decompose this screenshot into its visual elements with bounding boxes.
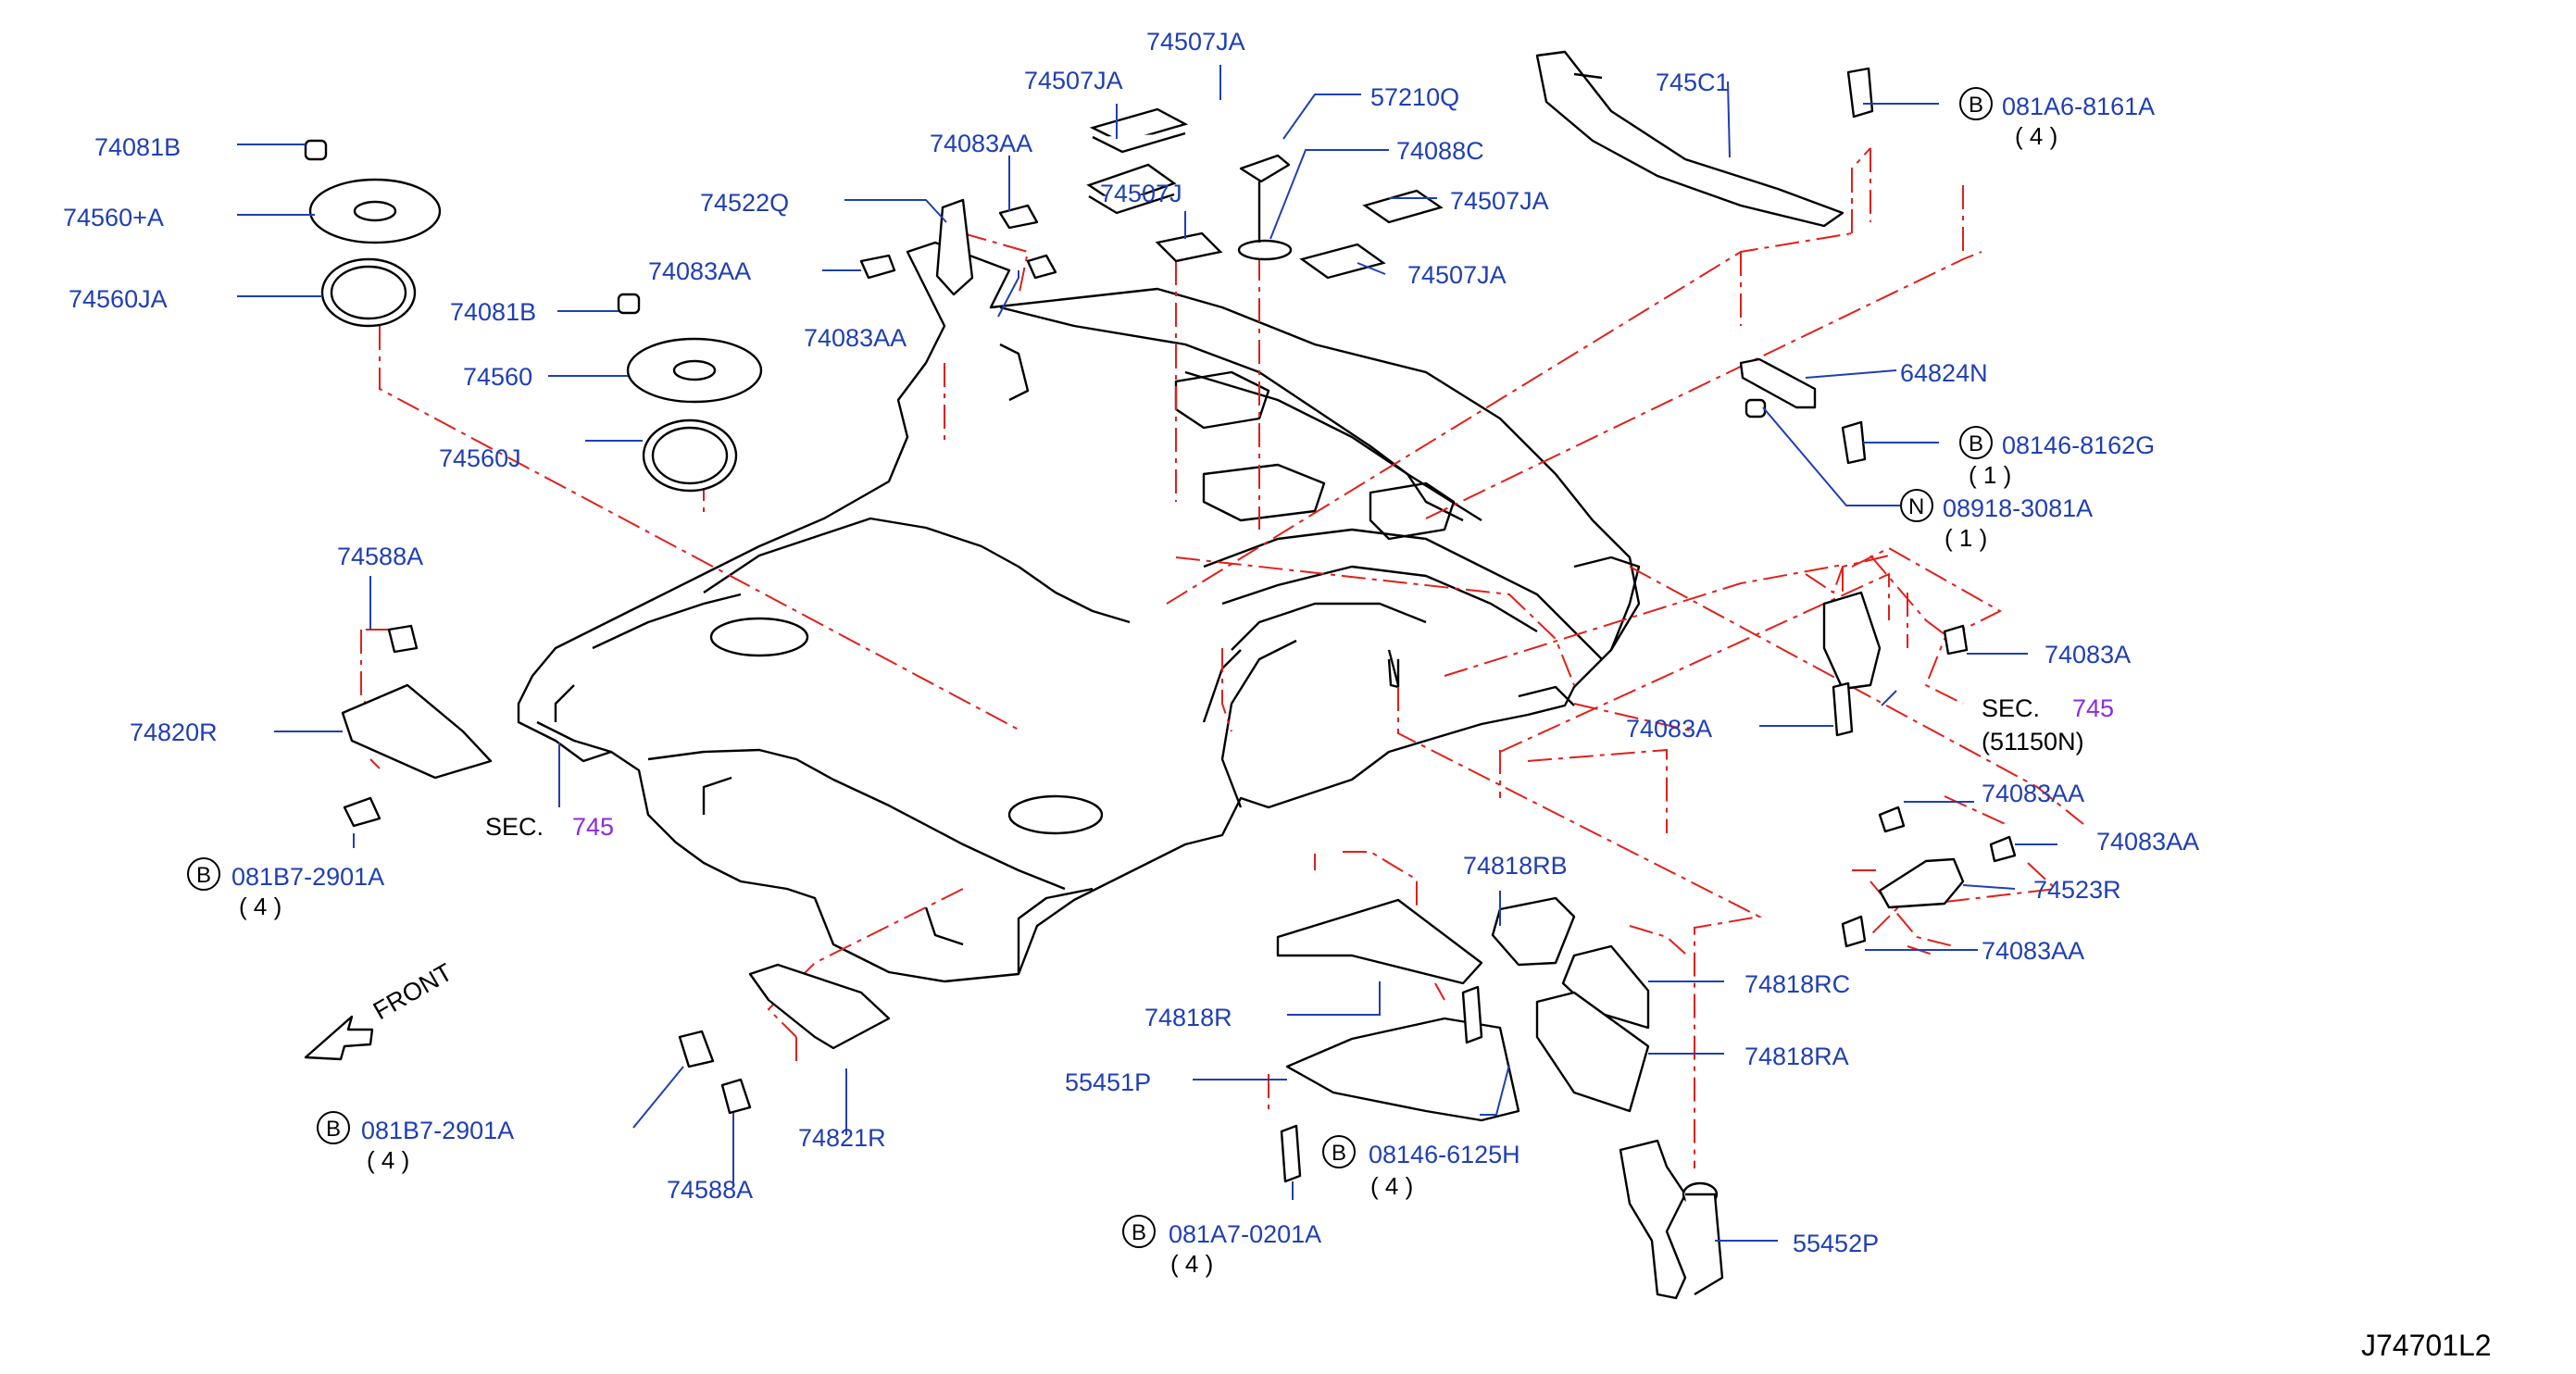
svg-text:745: 745 — [572, 813, 614, 841]
label-55452P: 55452P — [1793, 1230, 1879, 1257]
bolt-part-b6: 081A7-0201A — [1169, 1220, 1321, 1248]
label-74523R: 74523R — [2033, 876, 2121, 904]
bolt-qty-n1: ( 1 ) — [1945, 524, 1987, 552]
svg-text:B: B — [196, 863, 211, 888]
svg-text:SEC.: SEC. — [1982, 694, 2040, 722]
bolt-callout-n1: N 08918-3081A ( 1 ) — [1900, 489, 2093, 552]
bolt-callout-b1: B 081A6-8161A ( 4 ) — [1959, 87, 2155, 150]
label-55451P: 55451P — [1065, 1068, 1151, 1096]
label-74560J: 74560J — [439, 444, 521, 472]
label-74560: 74560 — [463, 363, 532, 391]
label-74818RB: 74818RB — [1463, 852, 1568, 880]
label-74083AA-top: 74083AA — [930, 130, 1032, 157]
label-74083AA-r3: 74083AA — [1982, 937, 2084, 965]
svg-text:745: 745 — [2072, 694, 2114, 722]
label-74818RA: 74818RA — [1744, 1043, 1849, 1070]
label-74088C: 74088C — [1396, 137, 1484, 165]
svg-text:B: B — [1969, 431, 1983, 456]
bracket-74083A — [1822, 591, 1969, 737]
rail-745C1 — [1535, 50, 1874, 228]
bolt-part-b1: 081A6-8161A — [2002, 93, 2155, 120]
speaker-74560A — [304, 139, 442, 328]
label-64824N: 64824N — [1900, 359, 1988, 387]
bolt-callout-b6: B 081A7-0201A ( 4 ) — [1122, 1215, 1321, 1278]
bracket-74821R — [678, 963, 891, 1115]
front-arrow: FRONT — [304, 958, 457, 1061]
label-74081B-1: 74081B — [94, 133, 181, 161]
label-57210Q: 57210Q — [1370, 83, 1459, 111]
label-74507JA-3: 74507JA — [1450, 187, 1549, 215]
bolt-qty-b2: ( 1 ) — [1969, 461, 2011, 489]
svg-text:N: N — [1908, 494, 1924, 519]
bracket-74522Q — [859, 198, 1057, 296]
speaker-74560 — [617, 293, 763, 493]
section-ref-2: SEC. 745 (51150N) — [1982, 694, 2114, 756]
label-74083A-left: 74083A — [1626, 715, 1712, 743]
svg-text:(51150N): (51150N) — [1982, 728, 2084, 756]
label-74522Q: 74522Q — [700, 189, 789, 217]
bolt-part-b4: 081B7-2901A — [361, 1117, 514, 1144]
svg-text:B: B — [1132, 1220, 1146, 1245]
diagram-id: J74701L2 — [2361, 1329, 2492, 1362]
label-74507JA-1: 74507JA — [1146, 28, 1245, 56]
label-74081B-2: 74081B — [450, 298, 536, 326]
bracket-64824N — [1739, 357, 1867, 465]
bolt-callout-b5: B 08146-6125H ( 4 ) — [1322, 1135, 1520, 1200]
svg-text:SEC.: SEC. — [485, 813, 544, 841]
bolt-qty-b3: ( 4 ) — [239, 893, 281, 920]
bolt-qty-b4: ( 4 ) — [367, 1146, 409, 1174]
bolt-part-n1: 08918-3081A — [1943, 494, 2093, 522]
label-74818RC: 74818RC — [1744, 970, 1850, 998]
floor-panel — [517, 241, 1641, 983]
label-74083AA-r2: 74083AA — [2096, 828, 2199, 856]
label-74083A-right: 74083A — [2045, 641, 2131, 668]
panel-74820R — [341, 624, 493, 828]
bolt-part-b2: 08146-8162G — [2002, 431, 2155, 459]
svg-text:B: B — [326, 1117, 341, 1142]
label-leaders — [237, 65, 2057, 1242]
label-74507JA-4: 74507JA — [1407, 261, 1507, 289]
label-74588A-2: 74588A — [667, 1176, 753, 1204]
bolt-callout-b4: B 081B7-2901A ( 4 ) — [317, 1111, 514, 1174]
label-74507J: 74507J — [1100, 180, 1182, 207]
label-74588A-1: 74588A — [337, 543, 423, 570]
label-74560A: 74560+A — [63, 204, 164, 231]
svg-text:B: B — [1332, 1141, 1346, 1166]
mount-55452P — [1619, 1139, 1724, 1300]
bolt-part-b5: 08146-6125H — [1369, 1141, 1520, 1168]
label-74083AA-mid: 74083AA — [648, 257, 751, 285]
label-74560JA: 74560JA — [69, 285, 168, 313]
pads-74818 — [1276, 896, 1650, 1183]
front-label: FRONT — [369, 958, 457, 1025]
bolt-part-b3: 081B7-2901A — [231, 863, 384, 891]
label-74083AA-low: 74083AA — [804, 324, 907, 352]
section-ref-1: SEC. 745 — [485, 813, 614, 841]
label-74507JA-2: 74507JA — [1024, 67, 1123, 94]
svg-text:B: B — [1969, 93, 1983, 118]
label-74821R: 74821R — [798, 1124, 886, 1152]
bracket-74523R — [1841, 806, 2017, 948]
bolt-qty-b6: ( 4 ) — [1170, 1250, 1213, 1278]
part-labels: 74507JA 74507JA 57210Q 74088C 74507J 745… — [63, 28, 2199, 1257]
label-74820R: 74820R — [130, 718, 218, 746]
bolt-callout-b2: B 08146-8162G ( 1 ) — [1959, 426, 2155, 489]
bolt-qty-b5: ( 4 ) — [1370, 1172, 1413, 1200]
label-74818R: 74818R — [1144, 1004, 1232, 1031]
label-74083AA-r1: 74083AA — [1982, 780, 2084, 807]
bolt-callout-b3: B 081B7-2901A ( 4 ) — [187, 857, 384, 920]
bolt-qty-b1: ( 4 ) — [2015, 122, 2057, 150]
label-745C1: 745C1 — [1656, 69, 1730, 96]
